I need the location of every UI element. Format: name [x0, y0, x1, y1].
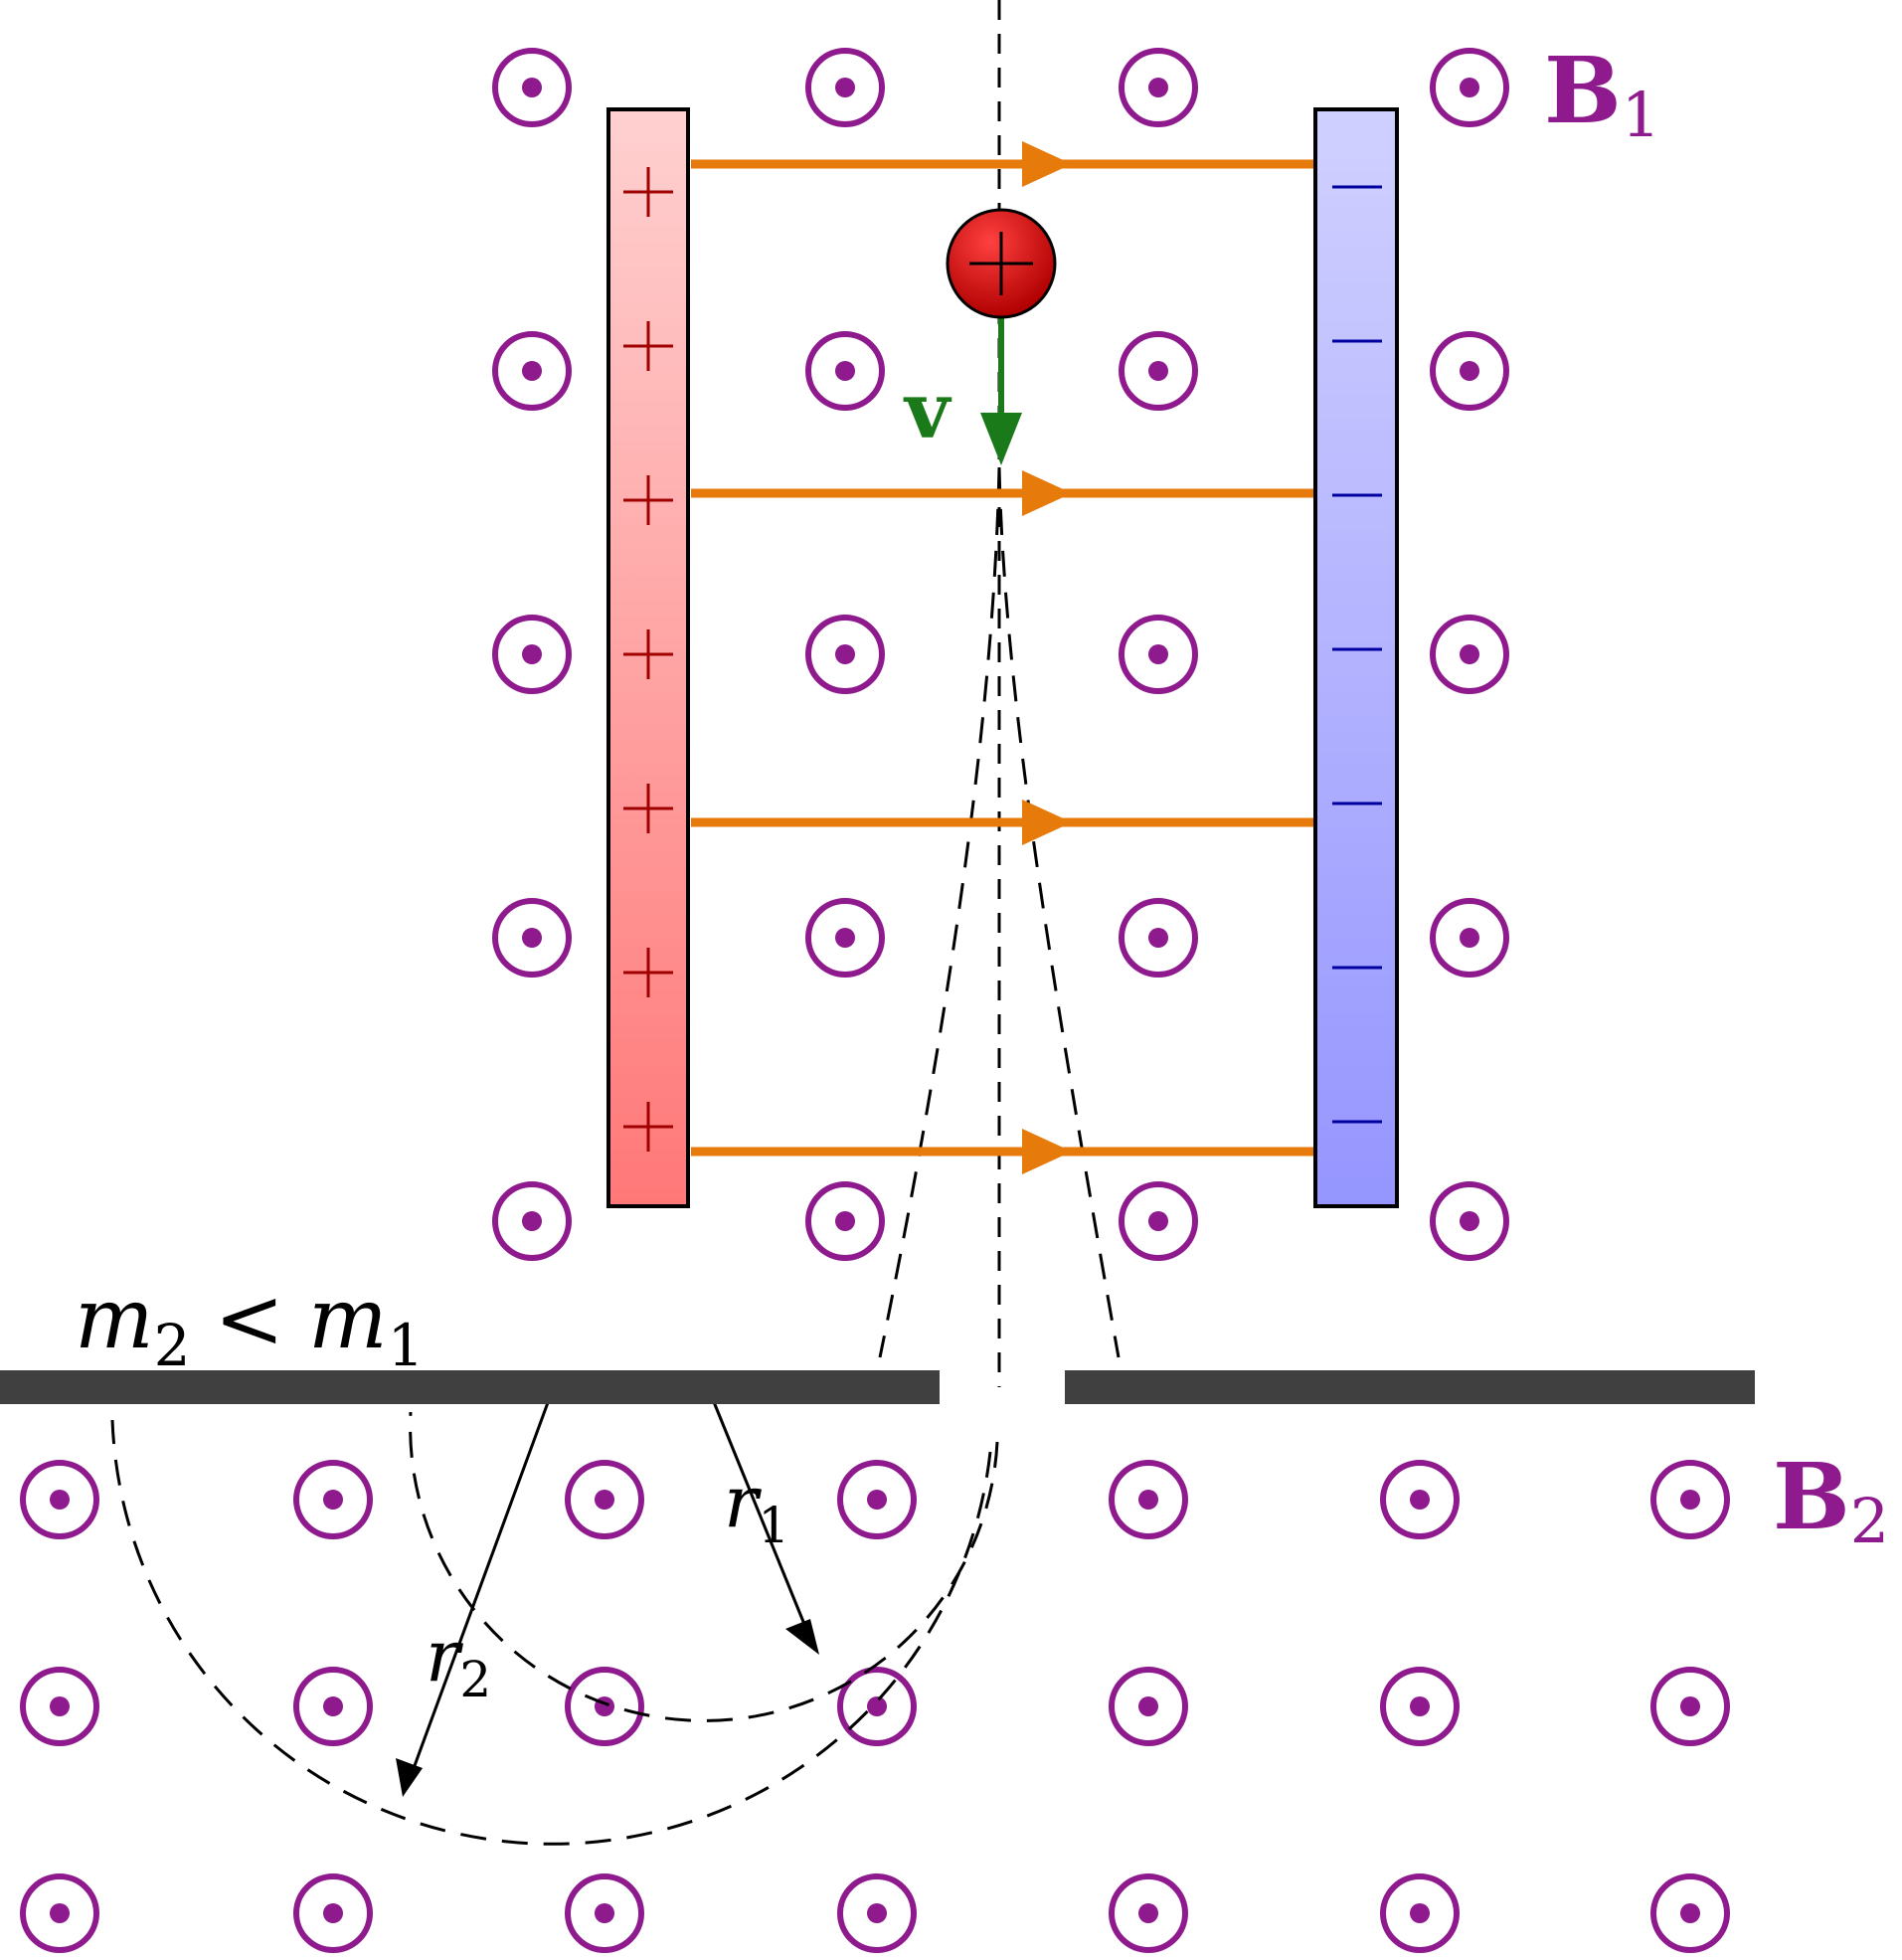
- trajectory-r2-semicircle: [110, 1419, 992, 1846]
- circle-dot-out-of-page-icon: [805, 48, 885, 127]
- circle-dot-out-of-page-icon: [492, 1181, 572, 1261]
- circle-dot-out-of-page-icon: [492, 48, 572, 127]
- circle-dot-out-of-page-icon: [1109, 1460, 1188, 1539]
- circle-dot-out-of-page-icon: [565, 1873, 644, 1953]
- circle-dot-out-of-page-icon: [293, 1873, 373, 1953]
- circle-dot-out-of-page-icon: [565, 1460, 644, 1539]
- circle-dot-out-of-page-icon: [1380, 1667, 1460, 1746]
- circle-dot-out-of-page-icon: [20, 1873, 99, 1953]
- positive-charge-icon: [946, 208, 1057, 319]
- circle-dot-out-of-page-icon: [293, 1667, 373, 1746]
- circle-dot-out-of-page-icon: [805, 331, 885, 411]
- circle-dot-out-of-page-icon: [1430, 48, 1509, 127]
- deflected-trajectory-left: [878, 466, 1001, 1358]
- circle-dot-out-of-page-icon: [1650, 1460, 1730, 1539]
- circle-dot-out-of-page-icon: [492, 615, 572, 694]
- negative-plate: [1313, 107, 1399, 1208]
- circle-dot-out-of-page-icon: [1380, 1460, 1460, 1539]
- circle-dot-out-of-page-icon: [293, 1460, 373, 1539]
- circle-dot-out-of-page-icon: [1380, 1873, 1460, 1953]
- deflected-trajectory-right: [997, 466, 1121, 1358]
- plate-charge-signs: [623, 167, 1382, 1152]
- detector-plate-right: [1065, 1370, 1755, 1404]
- radius-r2-label: r2: [426, 1614, 491, 1708]
- circle-dot-out-of-page-icon: [20, 1460, 99, 1539]
- circle-dot-out-of-page-icon: [1119, 331, 1198, 411]
- circle-dot-out-of-page-icon: [837, 1873, 917, 1953]
- circle-dot-out-of-page-icon: [1119, 615, 1198, 694]
- circle-dot-out-of-page-icon: [1119, 1181, 1198, 1261]
- circle-dot-out-of-page-icon: [1119, 898, 1198, 978]
- field-b2-label: B2: [1773, 1443, 1889, 1557]
- radius-r2-arrowhead: [396, 1758, 423, 1797]
- circle-dot-out-of-page-icon: [1430, 1181, 1509, 1261]
- field-b1-label: B1: [1544, 37, 1660, 151]
- detector-plate-left: [0, 1370, 940, 1404]
- circle-dot-out-of-page-icon: [837, 1460, 917, 1539]
- circle-dot-out-of-page-icon: [805, 1181, 885, 1261]
- radius-r1-line: [710, 1396, 812, 1640]
- circle-dot-out-of-page-icon: [1430, 898, 1509, 978]
- electric-field-lines: [691, 141, 1314, 1174]
- radius-r1-label: r1: [724, 1460, 789, 1554]
- circle-dot-out-of-page-icon: [1430, 615, 1509, 694]
- magnetic-field-symbols: [20, 48, 1730, 1953]
- mass-relation-label: m2<m1: [75, 1270, 425, 1379]
- circle-dot-out-of-page-icon: [1650, 1667, 1730, 1746]
- circle-dot-out-of-page-icon: [805, 615, 885, 694]
- circle-dot-out-of-page-icon: [805, 898, 885, 978]
- circle-dot-out-of-page-icon: [20, 1667, 99, 1746]
- radius-r1-arrowhead: [785, 1619, 819, 1655]
- velocity-vector-arrowhead: [980, 413, 1022, 465]
- circle-dot-out-of-page-icon: [565, 1667, 644, 1746]
- radius-r2-line: [411, 1396, 552, 1772]
- circle-dot-out-of-page-icon: [1430, 331, 1509, 411]
- circle-dot-out-of-page-icon: [492, 331, 572, 411]
- velocity-label: v: [903, 366, 952, 456]
- trajectory-r1-semicircle: [409, 1411, 999, 1722]
- circle-dot-out-of-page-icon: [1119, 48, 1198, 127]
- circle-dot-out-of-page-icon: [837, 1667, 917, 1746]
- circle-dot-out-of-page-icon: [1109, 1667, 1188, 1746]
- circle-dot-out-of-page-icon: [492, 898, 572, 978]
- circle-dot-out-of-page-icon: [1650, 1873, 1730, 1953]
- circle-dot-out-of-page-icon: [1109, 1873, 1188, 1953]
